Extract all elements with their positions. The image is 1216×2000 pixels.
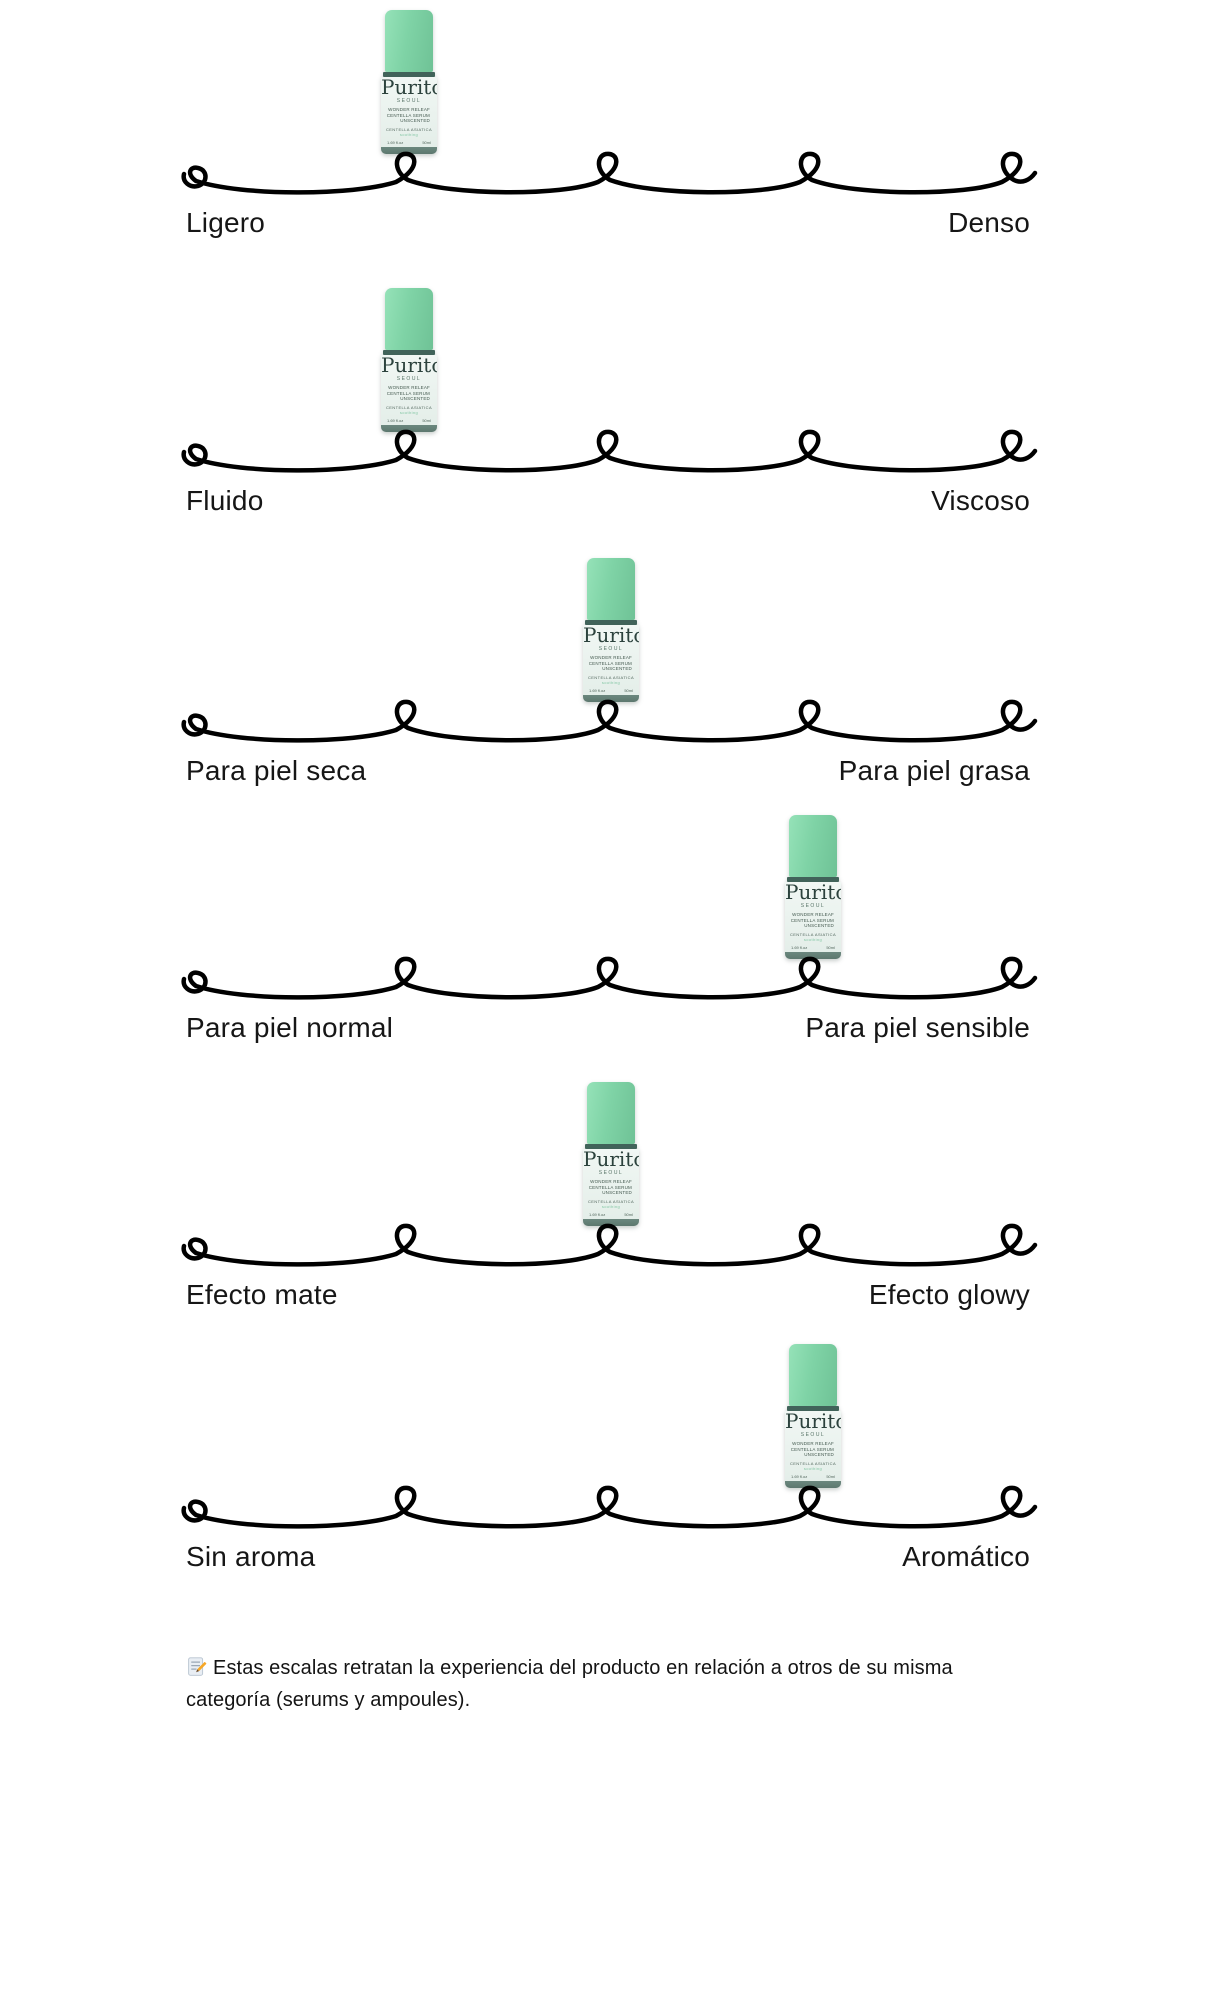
scale-line [182,144,1038,196]
product-bottle: Purito SEOUL WONDER RELEAF CENTELLA SERU… [583,1082,639,1226]
bottle-bottom-band [583,1219,639,1226]
scale-right-label: Para piel grasa [838,755,1030,786]
volume-line: 1.69 fl.oz 50ml [387,417,431,423]
disclaimer-text: Estas escalas retratan la experiencia de… [186,1657,953,1711]
product-name-lines: WONDER RELEAF CENTELLA SERUM UNSCENTED [790,912,834,928]
scale-right-label: Denso [948,207,1030,238]
bottle-bottom-band [381,147,437,154]
brand-name: Purito [583,1149,639,1171]
memo-icon [188,1657,207,1676]
brand-subtitle: SEOUL [800,903,826,909]
scale-right-label: Viscoso [931,485,1030,516]
benefit-line: soothing [601,1203,621,1209]
bottle-cap-ring [787,1406,839,1411]
scale-line [182,1478,1038,1530]
ingredient-line: CENTELLA ASIATICA [587,674,635,680]
bottle-cap-ring [585,620,637,625]
scale-left-label: Fluido [186,485,264,516]
product-name-lines: WONDER RELEAF CENTELLA SERUM UNSCENTED [386,385,430,401]
bottle-label: Purito SEOUL WONDER RELEAF CENTELLA SERU… [583,1149,639,1219]
benefit-line: soothing [803,936,823,942]
volume-line: 1.69 fl.oz 50ml [791,1473,835,1479]
product-name-lines: WONDER RELEAF CENTELLA SERUM UNSCENTED [588,655,632,671]
bottle-label: Purito SEOUL WONDER RELEAF CENTELLA SERU… [785,882,841,952]
bottle-label: Purito SEOUL WONDER RELEAF CENTELLA SERU… [381,355,437,425]
bottle-cap-ring [383,72,435,77]
scale-line [182,949,1038,1001]
scale-left-label: Para piel seca [186,755,367,786]
volume-line: 1.69 fl.oz 50ml [589,1211,633,1217]
bottle-label: Purito SEOUL WONDER RELEAF CENTELLA SERU… [583,625,639,695]
ingredient-line: CENTELLA ASIATICA [385,126,433,132]
bottle-bottom-band [583,695,639,702]
bottle-cap [587,1082,635,1144]
brand-subtitle: SEOUL [396,376,422,382]
brand-name: Purito [785,882,841,904]
product-bottle: Purito SEOUL WONDER RELEAF CENTELLA SERU… [381,288,437,432]
scale-line [182,422,1038,474]
bottle-label: Purito SEOUL WONDER RELEAF CENTELLA SERU… [381,77,437,147]
product-name-lines: WONDER RELEAF CENTELLA SERUM UNSCENTED [588,1179,632,1195]
bottle-cap [385,10,433,72]
benefit-line: soothing [399,409,419,415]
bottle-cap-ring [787,877,839,882]
scale-left-label: Para piel normal [186,1012,394,1043]
ingredient-line: CENTELLA ASIATICA [789,931,837,937]
brand-subtitle: SEOUL [598,646,624,652]
volume-line: 1.69 fl.oz 50ml [791,944,835,950]
ingredient-line: CENTELLA ASIATICA [789,1460,837,1466]
bottle-bottom-band [381,425,437,432]
product-name-lines: WONDER RELEAF CENTELLA SERUM UNSCENTED [790,1441,834,1457]
product-bottle: Purito SEOUL WONDER RELEAF CENTELLA SERU… [785,815,841,959]
scale-row: Purito SEOUL WONDER RELEAF CENTELLA SERU… [0,8,1216,253]
bottle-cap [587,558,635,620]
brand-subtitle: SEOUL [598,1170,624,1176]
scale-left-label: Efecto mate [186,1279,338,1310]
bottle-cap-ring [383,350,435,355]
product-name-lines: WONDER RELEAF CENTELLA SERUM UNSCENTED [386,107,430,123]
bottle-label: Purito SEOUL WONDER RELEAF CENTELLA SERU… [785,1411,841,1481]
scale-right-label: Efecto glowy [868,1279,1030,1310]
benefit-line: soothing [399,131,419,137]
product-bottle: Purito SEOUL WONDER RELEAF CENTELLA SERU… [381,10,437,154]
brand-subtitle: SEOUL [396,98,422,104]
scale-row: Purito SEOUL WONDER RELEAF CENTELLA SERU… [0,1080,1216,1325]
brand-name: Purito [381,355,437,377]
brand-subtitle: SEOUL [800,1432,826,1438]
disclaimer-note: Estas escalas retratan la experiencia de… [186,1652,1036,1716]
scale-line [182,692,1038,744]
scale-row: Purito SEOUL WONDER RELEAF CENTELLA SERU… [0,813,1216,1058]
scale-left-label: Sin aroma [186,1541,316,1572]
scale-row: Purito SEOUL WONDER RELEAF CENTELLA SERU… [0,286,1216,531]
product-bottle: Purito SEOUL WONDER RELEAF CENTELLA SERU… [583,558,639,702]
ingredient-line: CENTELLA ASIATICA [385,404,433,410]
scale-right-label: Para piel sensible [805,1012,1030,1043]
scale-left-label: Ligero [186,207,266,238]
brand-name: Purito [381,77,437,99]
benefit-line: soothing [601,679,621,685]
brand-name: Purito [583,625,639,647]
volume-line: 1.69 fl.oz 50ml [589,687,633,693]
bottle-cap [789,1344,837,1406]
volume-line: 1.69 fl.oz 50ml [387,139,431,145]
scale-row: Purito SEOUL WONDER RELEAF CENTELLA SERU… [0,556,1216,801]
scale-right-label: Aromático [902,1541,1030,1572]
bottle-bottom-band [785,1481,841,1488]
bottle-cap [789,815,837,877]
bottle-bottom-band [785,952,841,959]
benefit-line: soothing [803,1465,823,1471]
bottle-cap-ring [585,1144,637,1149]
ingredient-line: CENTELLA ASIATICA [587,1198,635,1204]
bottle-cap [385,288,433,350]
product-bottle: Purito SEOUL WONDER RELEAF CENTELLA SERU… [785,1344,841,1488]
scale-line [182,1216,1038,1268]
scale-row: Purito SEOUL WONDER RELEAF CENTELLA SERU… [0,1342,1216,1587]
brand-name: Purito [785,1411,841,1433]
